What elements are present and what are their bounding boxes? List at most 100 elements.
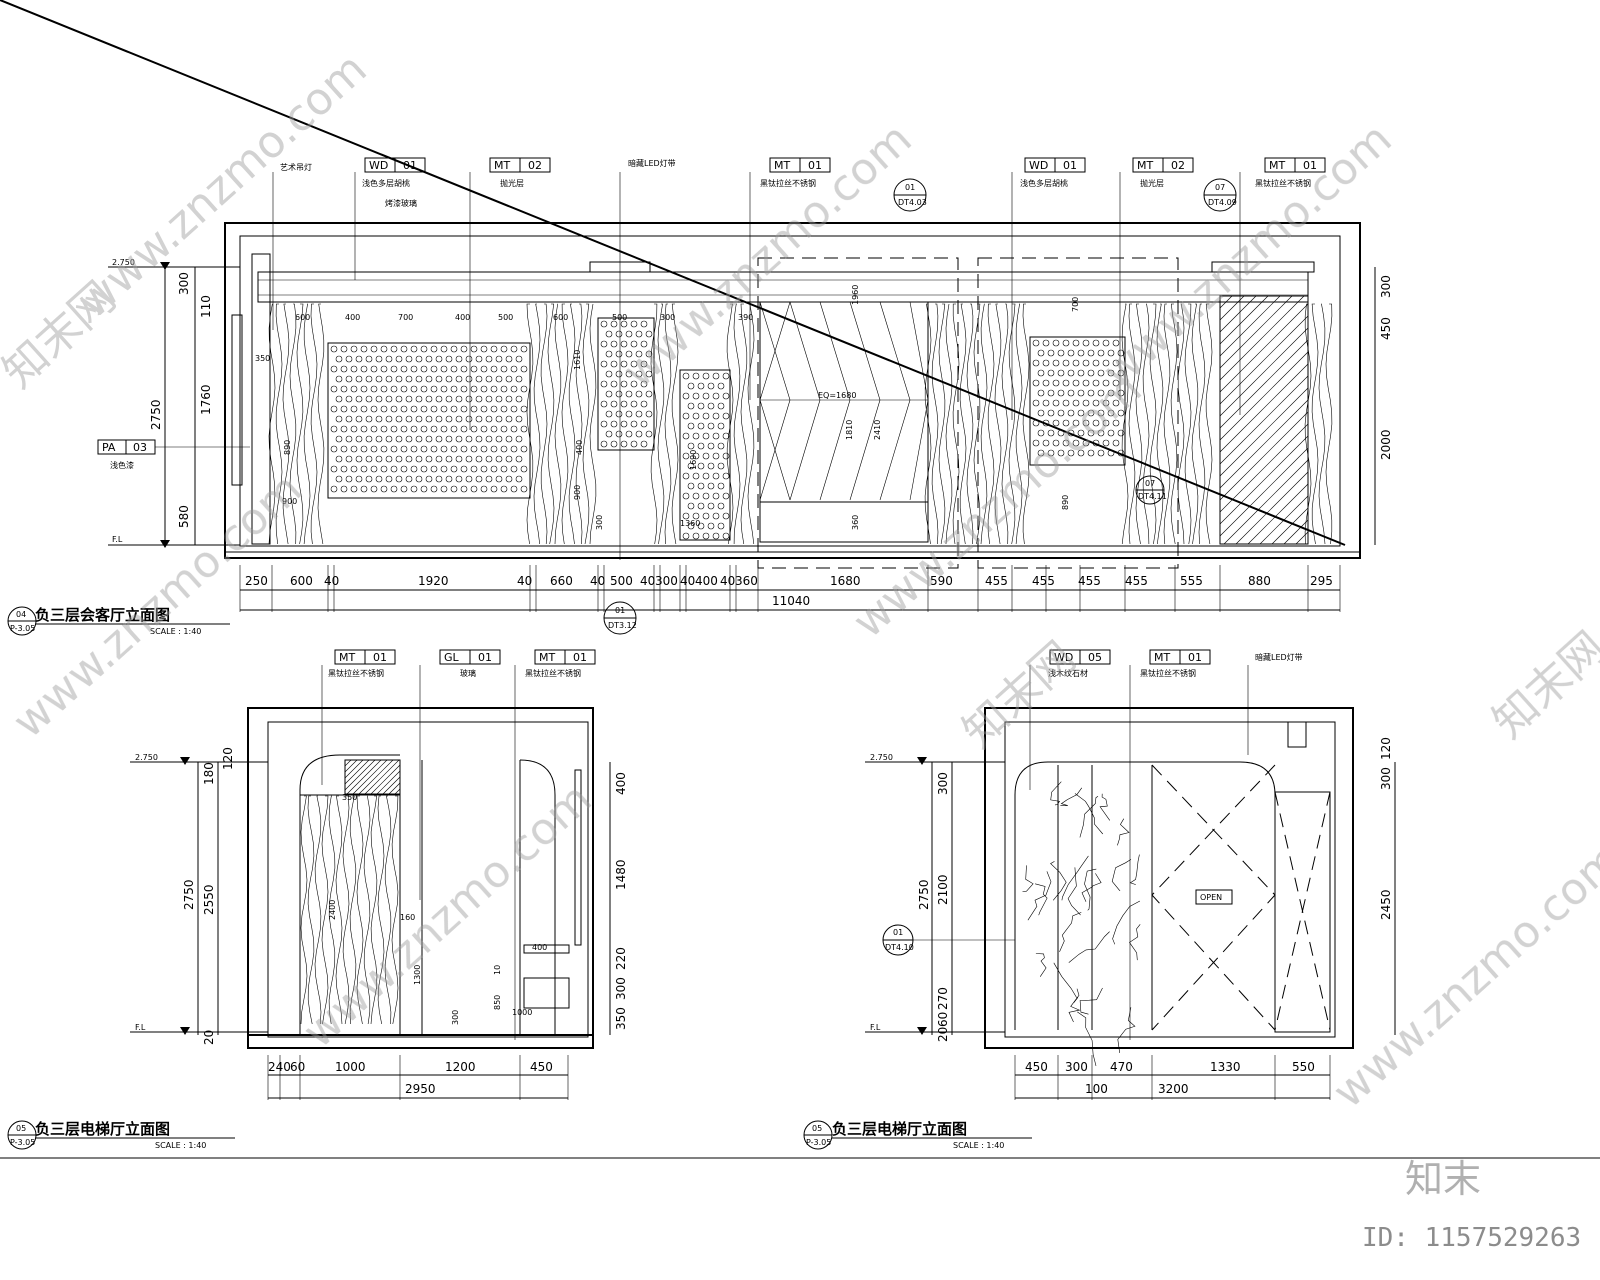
dimension-ticks bbox=[267, 1055, 569, 1100]
svg-text:900: 900 bbox=[282, 497, 297, 506]
svg-text:900: 900 bbox=[573, 485, 582, 500]
svg-text:300: 300 bbox=[1379, 767, 1393, 790]
tag-number: 02 bbox=[1171, 159, 1185, 172]
svg-text:05: 05 bbox=[812, 1124, 822, 1133]
svg-text:890: 890 bbox=[283, 440, 292, 455]
tag-number: 01 bbox=[1063, 159, 1077, 172]
svg-text:EQ=1680: EQ=1680 bbox=[818, 391, 856, 400]
svg-text:250: 250 bbox=[245, 574, 268, 588]
svg-text:350: 350 bbox=[342, 793, 357, 802]
svg-text:2400: 2400 bbox=[328, 900, 337, 920]
svg-text:DT4.09: DT4.09 bbox=[1208, 198, 1237, 207]
svg-text:GL: GL bbox=[444, 651, 460, 664]
svg-text:270: 270 bbox=[936, 987, 950, 1010]
svg-text:220: 220 bbox=[614, 947, 628, 970]
svg-text:P-3.05: P-3.05 bbox=[806, 1138, 831, 1147]
tag-code: MT bbox=[1269, 159, 1285, 172]
material-tag: MT 01 黑钛拉丝不锈钢 bbox=[525, 649, 596, 678]
living-room-labels: WD 01 浅色多层胡桃 MT 02 抛光层 MT 01 黑钛拉丝不锈钢 WD … bbox=[7, 157, 1393, 636]
tag-note: 黑钛拉丝不锈钢 bbox=[760, 178, 816, 188]
svg-text:660: 660 bbox=[550, 574, 573, 588]
level-label: 2.750 bbox=[112, 258, 135, 267]
svg-text:07: 07 bbox=[1215, 183, 1225, 192]
tag-number: 01 bbox=[403, 159, 417, 172]
svg-text:DT4.03: DT4.03 bbox=[898, 198, 927, 207]
svg-text:700: 700 bbox=[398, 313, 413, 322]
svg-text:500: 500 bbox=[610, 574, 633, 588]
svg-text:400: 400 bbox=[695, 574, 718, 588]
tag-note: 浅色漆 bbox=[110, 460, 134, 470]
tag-note: 浅色多层胡桃 bbox=[362, 178, 410, 188]
svg-text:40: 40 bbox=[720, 574, 735, 588]
svg-text:1200: 1200 bbox=[445, 1060, 476, 1074]
svg-text:1810: 1810 bbox=[845, 420, 854, 440]
svg-text:1300: 1300 bbox=[413, 965, 422, 985]
svg-text:40: 40 bbox=[680, 574, 695, 588]
svg-text:P-3.05: P-3.05 bbox=[10, 624, 35, 633]
material-tag: MT 02 抛光层 bbox=[489, 157, 551, 188]
material-tag: MT 01 黑钛拉丝不锈钢 bbox=[1140, 649, 1211, 678]
svg-text:500: 500 bbox=[498, 313, 513, 322]
tag-code: WD bbox=[1029, 159, 1048, 172]
svg-text:2950: 2950 bbox=[405, 1082, 436, 1096]
svg-text:300: 300 bbox=[595, 515, 604, 530]
perforated-door bbox=[682, 372, 730, 540]
tag-code: PA bbox=[102, 441, 116, 454]
svg-text:P-3.05: P-3.05 bbox=[10, 1138, 35, 1147]
svg-text:295: 295 bbox=[1310, 574, 1333, 588]
material-tag: MT 01 黑钛拉丝不锈钢 bbox=[1255, 157, 1326, 188]
svg-text:2.750: 2.750 bbox=[870, 753, 893, 762]
wood-grain-texture bbox=[268, 303, 1333, 545]
hatched-lintel bbox=[344, 759, 401, 795]
svg-text:400: 400 bbox=[614, 772, 628, 795]
svg-text:890: 890 bbox=[1061, 495, 1070, 510]
drawing-title-block: 04 P-3.05 负三层会客厅立面图 SCALE : 1:40 bbox=[7, 606, 230, 636]
svg-text:01: 01 bbox=[573, 651, 587, 664]
svg-text:350: 350 bbox=[255, 354, 270, 363]
svg-text:470: 470 bbox=[1110, 1060, 1133, 1074]
svg-text:500: 500 bbox=[612, 313, 627, 322]
svg-text:2410: 2410 bbox=[873, 420, 882, 440]
note-label: 艺术吊灯 bbox=[280, 162, 312, 172]
svg-text:455: 455 bbox=[1078, 574, 1101, 588]
material-tag: WD 05 浅木纹石材 bbox=[1048, 649, 1111, 678]
material-tag: MT 01 黑钛拉丝不锈钢 bbox=[328, 649, 396, 678]
wood-grain-texture bbox=[300, 795, 399, 1025]
total-dimension: 11040 bbox=[772, 594, 810, 608]
svg-text:110: 110 bbox=[199, 295, 213, 318]
drawing-title: 负三层电梯厅立面图 bbox=[35, 1120, 170, 1138]
svg-text:400: 400 bbox=[575, 440, 584, 455]
tag-number: 02 bbox=[528, 159, 542, 172]
svg-text:黑钛拉丝不锈钢: 黑钛拉丝不锈钢 bbox=[1140, 668, 1196, 678]
tag-number: 01 bbox=[1303, 159, 1317, 172]
svg-text:1690: 1690 bbox=[689, 450, 698, 470]
elevator-hall-elevation-right bbox=[865, 665, 1396, 1100]
svg-text:WD: WD bbox=[1054, 651, 1073, 664]
image-id: ID: 1157529263 bbox=[1362, 1223, 1581, 1253]
svg-text:20: 20 bbox=[936, 1027, 950, 1042]
svg-text:DT4.10: DT4.10 bbox=[885, 943, 914, 952]
detail-ref: 01 DT4.03 bbox=[893, 178, 927, 212]
material-tag: WD 01 浅色多层胡桃 bbox=[362, 157, 426, 188]
svg-text:05: 05 bbox=[1088, 651, 1102, 664]
svg-text:120: 120 bbox=[1379, 737, 1393, 760]
svg-text:600: 600 bbox=[553, 313, 568, 322]
tag-code: MT bbox=[1137, 159, 1153, 172]
svg-text:www.znzmo.com: www.znzmo.com bbox=[68, 43, 376, 328]
svg-text:600: 600 bbox=[290, 574, 313, 588]
door-open-label: OPEN bbox=[1200, 893, 1222, 902]
drawing-title: 负三层电梯厅立面图 bbox=[832, 1120, 967, 1138]
svg-text:400: 400 bbox=[345, 313, 360, 322]
svg-text:450: 450 bbox=[530, 1060, 553, 1074]
svg-text:1920: 1920 bbox=[418, 574, 449, 588]
svg-text:590: 590 bbox=[930, 574, 953, 588]
svg-text:04: 04 bbox=[16, 610, 26, 619]
svg-text:1960: 1960 bbox=[851, 285, 860, 305]
tag-note: 黑钛拉丝不锈钢 bbox=[1255, 178, 1311, 188]
svg-text:01: 01 bbox=[905, 183, 915, 192]
marble-texture bbox=[1022, 781, 1141, 1066]
svg-text:40: 40 bbox=[324, 574, 339, 588]
svg-text:2750: 2750 bbox=[149, 399, 163, 430]
drawing-scale: SCALE : 1:40 bbox=[155, 1141, 206, 1150]
svg-text:2750: 2750 bbox=[182, 879, 196, 910]
